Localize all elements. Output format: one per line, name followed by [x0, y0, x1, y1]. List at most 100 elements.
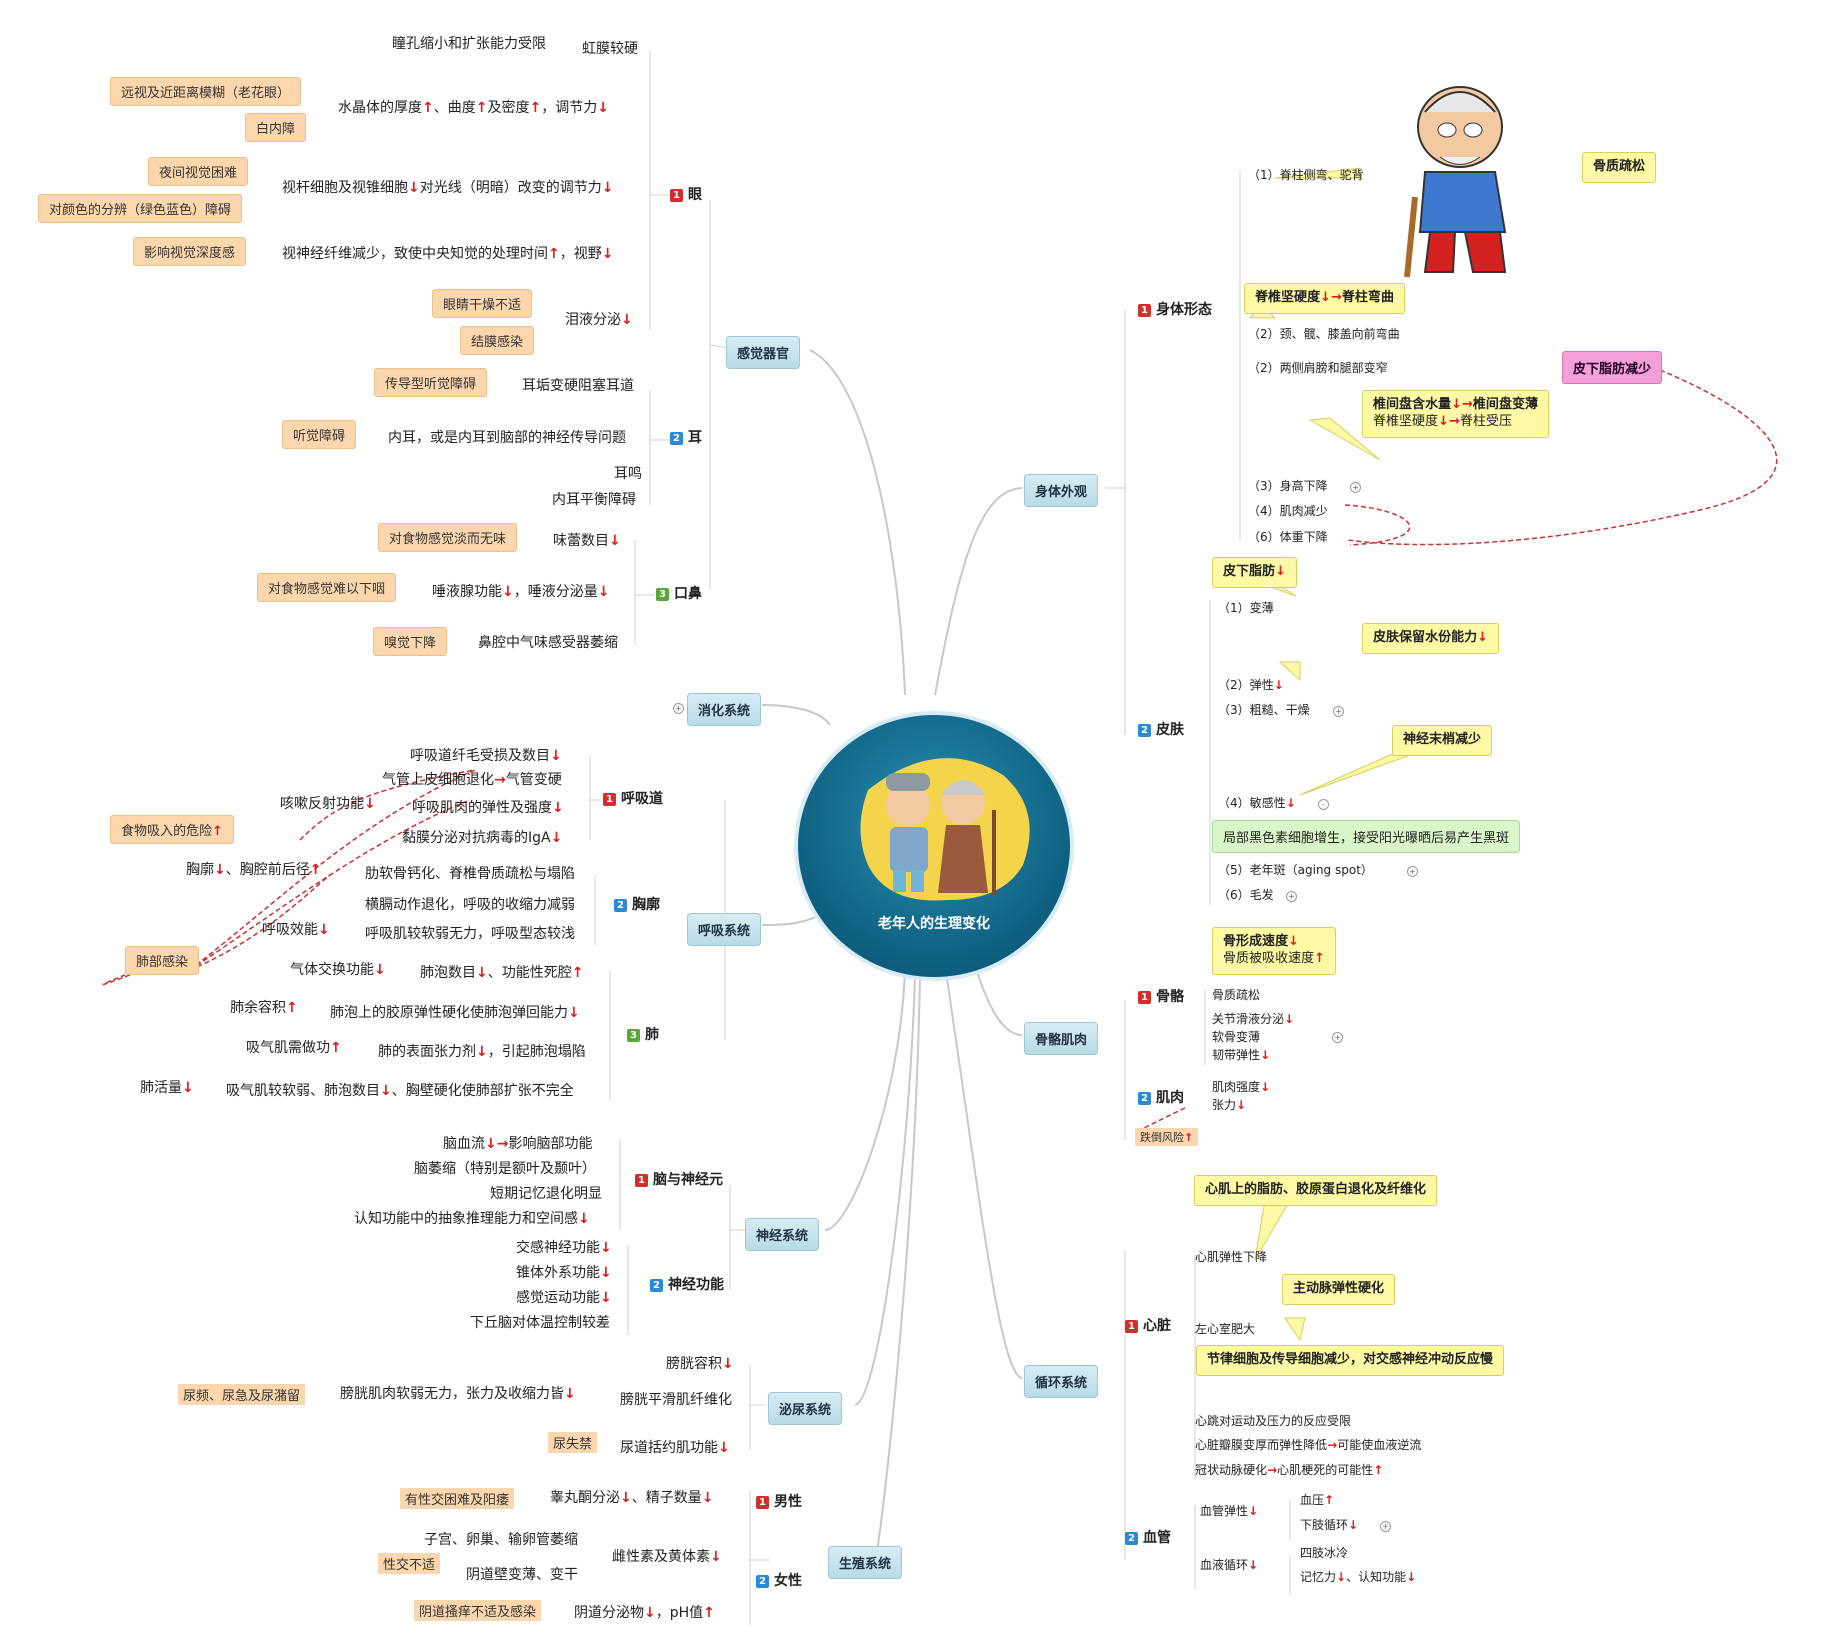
down-arrow-icon: ↓ [550, 748, 562, 764]
up-arrow-icon: ↑ [475, 100, 488, 116]
brain-item: 脑萎缩（特别是额叶及颞叶） [414, 1161, 596, 1177]
mouth-item: 味蕾数目↓ [553, 533, 621, 549]
lung-item: 肺泡上的胶原弹性硬化使肺泡弹回能力↓ [330, 1005, 580, 1021]
down-arrow-icon: ↓ [1451, 397, 1462, 412]
branch-digestive[interactable]: 消化系统 [687, 693, 762, 726]
brain-item: 脑血流↓→影响脑部功能 [443, 1136, 593, 1152]
urinary-effect: 尿失禁 [548, 1432, 598, 1453]
down-arrow-icon: ↓ [1320, 290, 1331, 305]
skin-item: （5）老年斑（aging spot） [1218, 863, 1373, 877]
note-skin-fat: 皮下脂肪↓ [1212, 557, 1297, 588]
down-arrow-icon: ↓ [597, 584, 610, 600]
urinary-effect: 尿频、尿急及尿潴留 [178, 1384, 306, 1405]
center-node[interactable]: 老年人的生理变化 [798, 715, 1070, 977]
branch-skeletal[interactable]: 骨骼肌肉 [1024, 1022, 1099, 1055]
nerve-item: 交感神经功能↓ [516, 1240, 612, 1256]
ear-item: 内耳，或是内耳到脑部的神经传导问题 [388, 430, 626, 446]
respiratory-effect: 肺活量↓ [140, 1080, 194, 1096]
heart-item: 心跳对运动及压力的反应受限 [1195, 1414, 1352, 1428]
female-item: 阴道分泌物↓，pH值↑ [574, 1605, 715, 1621]
down-arrow-icon: ↓ [1406, 1570, 1417, 1584]
down-arrow-icon: ↓ [1275, 564, 1286, 579]
mouth-item: 鼻腔中气味感受器萎缩 [478, 635, 618, 651]
branch-respiratory[interactable]: 呼吸系统 [687, 913, 762, 946]
right-arrow-icon: → [1462, 397, 1473, 412]
expand-icon[interactable]: + [1380, 1521, 1391, 1532]
branch-circulatory[interactable]: 循环系统 [1024, 1365, 1099, 1398]
right-arrow-icon: → [1330, 290, 1342, 305]
elderly-couple-icon [860, 758, 1030, 901]
down-arrow-icon: ↓ [408, 180, 420, 196]
heart-item: 心肌弹性下降 [1195, 1250, 1268, 1264]
note-skin-water: 皮肤保留水份能力↓ [1362, 623, 1500, 654]
down-arrow-icon: ↓ [1288, 934, 1299, 949]
branch-sensory[interactable]: 感觉器官 [726, 336, 801, 369]
down-arrow-icon: ↓ [476, 1044, 488, 1060]
heart-item: 冠状动脉硬化→心肌梗死的可能性↑ [1195, 1463, 1384, 1477]
heart-item: 左心室肥大 [1195, 1322, 1256, 1336]
brain-item: 认知功能中的抽象推理能力和空间感↓ [354, 1211, 590, 1227]
down-arrow-icon: ↓ [600, 1265, 612, 1281]
vessel-elastic: 血管弹性↓ [1200, 1504, 1259, 1518]
expand-icon[interactable]: + [673, 703, 684, 714]
respiratory-effect: 呼吸效能↓ [262, 922, 330, 938]
eye-effect: 影响视觉深度感 [133, 237, 247, 266]
up-arrow-icon: ↑ [1373, 1463, 1384, 1477]
expand-icon[interactable]: + [1350, 482, 1361, 493]
eye-item: 瞳孔缩小和扩张能力受限 [392, 36, 546, 52]
right-arrow-icon: → [496, 1136, 509, 1152]
male-item: 睾丸酮分泌↓、精子数量↓ [550, 1490, 714, 1506]
down-arrow-icon: ↓ [1273, 678, 1284, 692]
branch-reproductive[interactable]: 生殖系统 [828, 1546, 903, 1579]
eye-item: 泪液分泌↓ [565, 312, 633, 328]
urinary-item: 膀胱平滑肌纤维化 [620, 1392, 732, 1408]
branch-nervous[interactable]: 神经系统 [745, 1218, 820, 1251]
female-effect: 阴道搔痒不适及感染 [414, 1600, 542, 1621]
down-arrow-icon: ↓ [380, 1083, 392, 1099]
elderly-man-illustration [1404, 86, 1507, 278]
collapse-icon[interactable]: - [1318, 799, 1329, 810]
note-nerve-endings: 神经末梢减少 [1392, 725, 1493, 756]
body-item: （4）肌肉减少 [1248, 504, 1328, 518]
lung-infection-node: 肺部感染 [125, 946, 200, 975]
ear-item: 耳垢变硬阻塞耳道 [522, 378, 634, 394]
urinary-item: 尿道括约肌功能↓ [620, 1440, 730, 1456]
down-arrow-icon: ↓ [552, 800, 564, 816]
brain-item: 短期记忆退化明显 [490, 1186, 602, 1202]
eye-effect: 眼睛干燥不适 [432, 289, 533, 318]
down-arrow-icon: ↓ [550, 830, 563, 846]
up-arrow-icon: ↑ [1184, 1131, 1194, 1144]
airway-item: 呼吸肌肉的弹性及强度↓ [412, 800, 564, 816]
expand-icon[interactable]: + [1333, 706, 1344, 717]
chest-item: 肋软骨钙化、脊椎骨质疏松与塌陷 [365, 866, 575, 882]
up-arrow-icon: ↑ [571, 965, 584, 981]
down-arrow-icon: ↓ [718, 1440, 730, 1456]
ear-item: 耳鸣 [614, 466, 642, 482]
expand-icon[interactable]: + [1407, 866, 1418, 877]
expand-icon[interactable]: + [1332, 1032, 1343, 1043]
up-arrow-icon: ↑ [286, 1000, 298, 1016]
note-subcutaneous-fat: 皮下脂肪减少 [1562, 351, 1663, 384]
branch-urinary[interactable]: 泌尿系统 [768, 1392, 843, 1425]
urinary-item: 膀胱容积↓ [666, 1356, 734, 1372]
branch-appearance[interactable]: 身体外观 [1024, 474, 1099, 507]
vessel-item: 血压↑ [1300, 1493, 1335, 1507]
expand-icon[interactable]: + [1286, 891, 1297, 902]
note-disc: 椎间盘含水量↓→椎间盘变薄脊椎坚硬度↓→脊柱受压 [1362, 390, 1549, 438]
